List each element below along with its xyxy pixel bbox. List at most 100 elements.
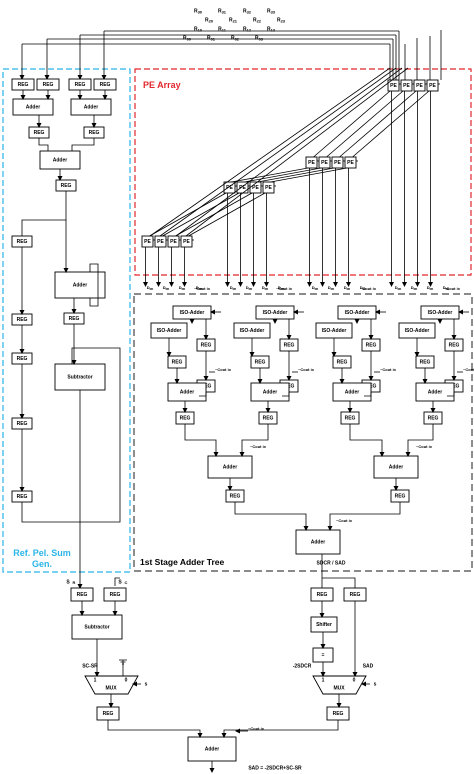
svg-text:REG: REG <box>100 82 111 88</box>
svg-text:R: R <box>73 580 76 585</box>
svg-text:PE: PE <box>416 83 423 89</box>
r-input-10: R10 <box>194 26 203 32</box>
svg-text:PE: PE <box>183 239 190 245</box>
cout-l2-1: ~Cout ix <box>416 444 433 449</box>
r-input-20: R20 <box>205 17 214 23</box>
svg-text:REG: REG <box>103 711 114 717</box>
svg-text:REG: REG <box>172 359 183 365</box>
ref-pel-sum-title-1: Ref. Pel. Sum <box>13 548 71 558</box>
sad-equation: SAD = -2SDCR+SC-SR <box>248 765 302 771</box>
sc-sr-label: SC-SR <box>82 663 98 669</box>
svg-text:0: 0 <box>353 677 356 683</box>
svg-text:Adder: Adder <box>389 464 404 470</box>
svg-text:Adder: Adder <box>263 389 278 395</box>
svg-text:REG: REG <box>17 317 28 323</box>
svg-text:PE: PE <box>239 185 246 191</box>
pe-2-0 <box>223 181 236 194</box>
svg-text:ISO-Adder: ISO-Adder <box>405 328 430 334</box>
bottom-mux-right <box>312 675 367 695</box>
r-input-22: R22 <box>253 17 262 23</box>
svg-text:~Cout ix: ~Cout ix <box>248 726 265 731</box>
d-label-0: DRR <box>147 285 154 291</box>
d-label-15: DRR <box>443 285 450 291</box>
svg-text:PE: PE <box>334 160 341 166</box>
svg-text:Shifter: Shifter <box>316 622 332 628</box>
cout-l3: ~Cout ix <box>336 518 353 523</box>
svg-text:REG: REG <box>333 711 344 717</box>
svg-text:REG: REG <box>255 359 266 365</box>
d-label-14: DRR <box>427 285 434 291</box>
cout-mid-2: ~Cout ix <box>380 367 397 372</box>
cout-mid-3: ~Cout ix <box>463 367 474 372</box>
svg-text:s: s <box>145 681 148 687</box>
svg-text:REG: REG <box>201 342 212 348</box>
svg-text:Subtractor: Subtractor <box>84 624 109 630</box>
svg-text:REG: REG <box>89 130 100 136</box>
sad-label: SAD <box>363 663 374 669</box>
d-label-7: DRR <box>278 285 285 291</box>
svg-text:REG: REG <box>17 494 28 500</box>
svg-text:ISO-Adder: ISO-Adder <box>322 328 347 334</box>
cout-label-1: ~Cout ix <box>276 286 293 291</box>
adder-tree-title: 1st Stage Adder Tree <box>140 557 225 567</box>
svg-text:REG: REG <box>17 421 28 427</box>
d-label-13: DRR <box>411 285 418 291</box>
svg-text:Adder: Adder <box>180 389 195 395</box>
svg-text:REG: REG <box>428 415 439 421</box>
r-input-21: R21 <box>229 17 238 23</box>
svg-text:REG: REG <box>180 415 191 421</box>
r-input-30: R30 <box>194 8 203 14</box>
pe-0-3 <box>426 79 439 92</box>
cout-mid-1: ~Cout ix <box>298 367 315 372</box>
ref-sum-wires <box>19 90 121 589</box>
svg-text:REG: REG <box>366 342 377 348</box>
d-label-3: DRR <box>196 285 203 291</box>
svg-text:ISO-Adder: ISO-Adder <box>180 310 205 316</box>
svg-text:REG: REG <box>43 82 54 88</box>
svg-text:1: 1 <box>322 677 325 683</box>
svg-text:PE: PE <box>144 239 151 245</box>
ref-adder-4 <box>54 271 106 299</box>
ref-pel-sum-title-2: Gen. <box>32 559 52 569</box>
svg-text:C: C <box>125 580 128 585</box>
d-label-11: DRR <box>360 285 367 291</box>
svg-text:Adder: Adder <box>73 282 88 288</box>
r-input-11: R11 <box>218 26 227 32</box>
svg-text:PE: PE <box>347 160 354 166</box>
svg-text:Subtractor: Subtractor <box>67 374 92 380</box>
svg-text:Adder: Adder <box>205 746 220 752</box>
pe-1-2 <box>331 156 344 169</box>
d-label-8: DRR <box>312 285 319 291</box>
svg-text:REG: REG <box>77 592 88 598</box>
pe-1-3 <box>344 156 357 169</box>
svg-text:REG: REG <box>230 493 241 499</box>
svg-text:REG: REG <box>18 82 29 88</box>
r-input-13: R13 <box>267 26 276 32</box>
svg-text:Adder: Adder <box>223 464 238 470</box>
svg-text:REG: REG <box>17 356 28 362</box>
r-input-bus <box>19 30 442 80</box>
d-label-9: DRR <box>328 285 335 291</box>
d-label-6: DRR <box>262 285 269 291</box>
svg-text:Adder: Adder <box>26 104 41 110</box>
bottom-path: S R S C REG REG Subtractor SC-SR 1 0 MUX… <box>66 560 377 773</box>
bottom-mux-left <box>84 675 139 695</box>
cout-l2-0: ~Cout ix <box>250 444 267 449</box>
svg-text:MUX: MUX <box>105 685 117 691</box>
pe-3-2 <box>167 235 180 248</box>
svg-text:PE: PE <box>403 83 410 89</box>
svg-text:REG: REG <box>110 592 121 598</box>
pe-0-0 <box>387 79 400 92</box>
svg-text:REG: REG <box>449 342 460 348</box>
pe-array-title: PE Array <box>143 80 181 90</box>
svg-text:S: S <box>118 579 122 585</box>
svg-text:ISO-Adder: ISO-Adder <box>345 310 370 316</box>
svg-text:REG: REG <box>395 493 406 499</box>
d-label-10: DRR <box>344 285 351 291</box>
r-input-01: R01 <box>207 35 216 41</box>
r-input-02: R02 <box>231 35 240 41</box>
svg-text:PE: PE <box>170 239 177 245</box>
